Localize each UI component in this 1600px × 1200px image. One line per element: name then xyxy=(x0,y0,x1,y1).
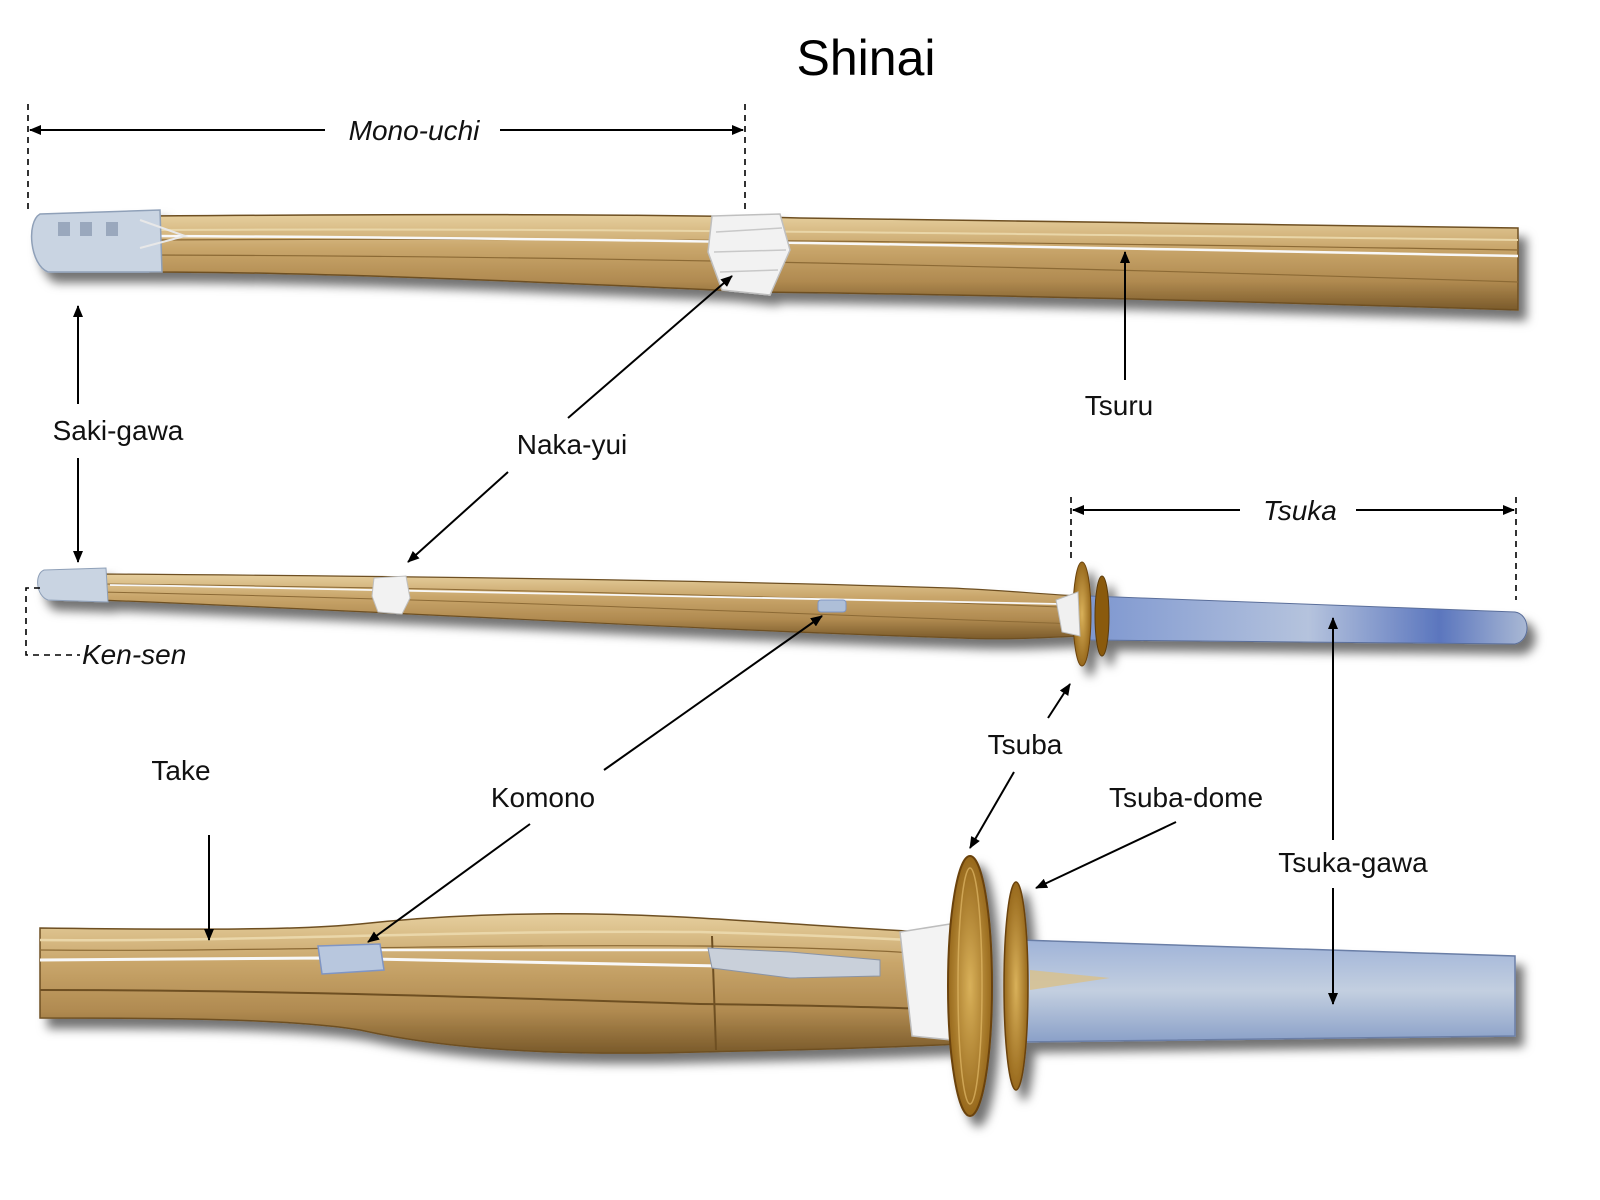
tsuba-dome-label: Tsuba-dome xyxy=(1109,782,1263,813)
shinai-middle xyxy=(37,561,1528,667)
shinai-bottom-tsuka-gawa xyxy=(1019,939,1516,1043)
tsuba-callout: Tsuba xyxy=(969,683,1071,849)
tsuba-dome-callout: Tsuba-dome xyxy=(1035,782,1263,889)
naka-yui-callout: Naka-yui xyxy=(407,275,733,563)
tsuka-label: Tsuka xyxy=(1263,495,1337,526)
saki-gawa-callout: Saki-gawa xyxy=(53,305,184,563)
shinai-bottom-bamboo xyxy=(39,912,961,1054)
shinai-bottom-komono xyxy=(317,943,385,975)
tsuka-gawa-callout: Tsuka-gawa xyxy=(1278,617,1428,1005)
ken-sen-callout: Ken-sen xyxy=(25,587,186,670)
tsuba-label: Tsuba xyxy=(988,729,1063,760)
shinai-bottom-tsuba xyxy=(947,855,993,1117)
shinai-middle-saki-gawa xyxy=(37,567,109,603)
shinai-top-tsuru-string xyxy=(149,234,1519,258)
take-label: Take xyxy=(151,755,210,786)
shinai-middle-tsuka-gawa xyxy=(1089,595,1528,645)
shinai-top-saki-gawa xyxy=(30,209,163,273)
tsuru-callout: Tsuru xyxy=(1085,251,1153,421)
komono-callout: Komono xyxy=(367,615,823,943)
shinai-bottom-tsuba-dome xyxy=(1003,881,1029,1091)
tsuka-dimension: Tsuka xyxy=(1070,495,1517,600)
ken-sen-label: Ken-sen xyxy=(82,639,186,670)
shinai-middle-naka-yui xyxy=(371,575,411,615)
shinai-middle-komono xyxy=(817,599,847,613)
mono-uchi-label: Mono-uchi xyxy=(349,115,481,146)
tsuka-gawa-label: Tsuka-gawa xyxy=(1278,847,1428,878)
shinai-middle-tsuba-dome xyxy=(1094,575,1110,657)
saki-gawa-label: Saki-gawa xyxy=(53,415,184,446)
komono-label: Komono xyxy=(491,782,595,813)
naka-yui-label: Naka-yui xyxy=(517,429,627,460)
take-callout: Take xyxy=(151,755,214,941)
shinai-top xyxy=(30,209,1519,311)
shinai-bottom xyxy=(39,855,1516,1117)
tsuru-label: Tsuru xyxy=(1085,390,1153,421)
diagram-title: Shinai xyxy=(797,30,936,86)
shinai-top-naka-yui xyxy=(707,213,791,296)
mono-uchi-dimension: Mono-uchi xyxy=(27,104,746,212)
